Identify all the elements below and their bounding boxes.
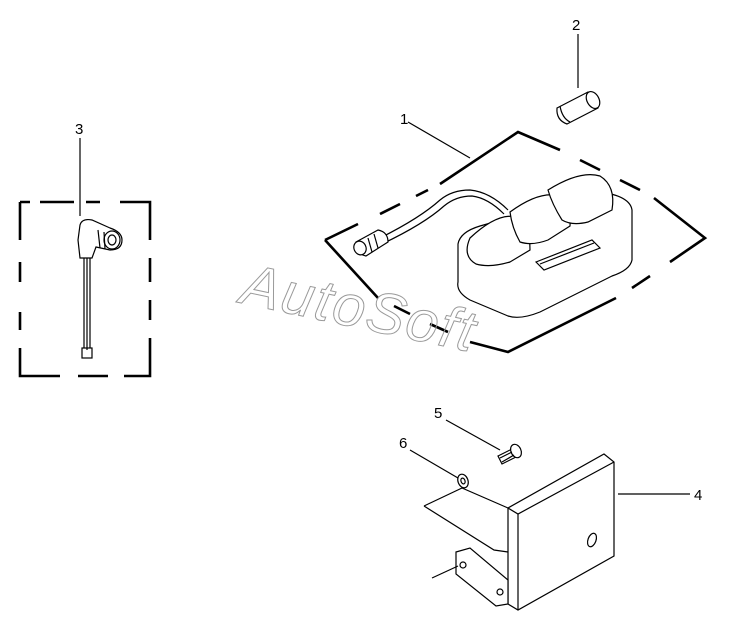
leader-5 (445, 419, 501, 451)
autosoft-watermark: AutoSoft (233, 251, 484, 365)
part-3-connector-group (18, 200, 152, 378)
part-1-frame (324, 130, 708, 354)
bracket-hole (586, 532, 598, 548)
part-3-frame (18, 200, 152, 378)
leader-lines (79, 34, 690, 579)
connector-face (103, 230, 121, 250)
bracket-flange (455, 547, 509, 607)
leader-flange (431, 565, 459, 579)
part-1-cradle-group (324, 130, 708, 354)
callout-4: 4 (694, 487, 702, 504)
callout-6: 6 (399, 435, 407, 452)
leader-1 (407, 121, 471, 159)
callout-3: 3 (75, 121, 83, 138)
leader-6 (409, 449, 459, 479)
callout-1: 1 (400, 111, 408, 128)
cradle-hump-right (547, 174, 614, 225)
part-4-bracket (423, 453, 615, 611)
part-2-cylinder (556, 90, 601, 125)
part-5-screw (497, 443, 523, 465)
callout-5: 5 (434, 405, 442, 422)
bracket-plate (507, 453, 615, 611)
cradle-cable (379, 189, 509, 239)
callout-2: 2 (572, 17, 580, 34)
part-6-washer (457, 473, 469, 489)
